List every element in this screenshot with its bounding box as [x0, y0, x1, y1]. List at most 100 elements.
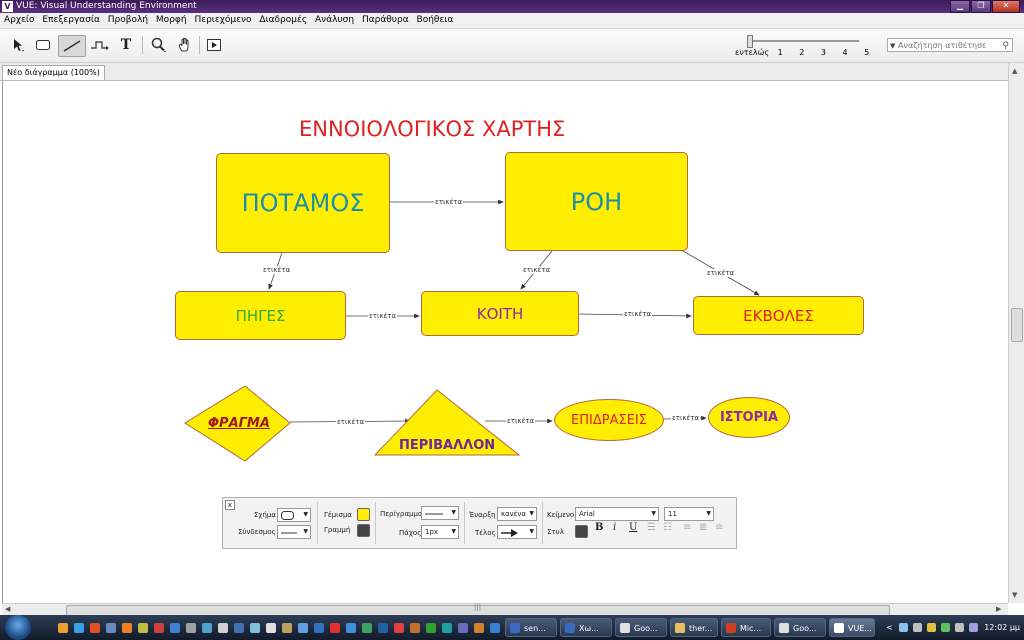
link-label[interactable]: ετικέτα [706, 269, 736, 277]
search-dropdown-icon[interactable]: ▼ [890, 42, 896, 50]
numbered-list-icon[interactable]: ☷ [663, 522, 672, 533]
node-ekvoles[interactable]: ΕΚΒΟΛΕΣ [693, 296, 864, 335]
app-icon[interactable] [378, 623, 388, 633]
zoom-slider[interactable]: εντελώς 1 2 3 4 5 [735, 31, 869, 59]
connector-select[interactable]: ▼ [277, 525, 311, 539]
zoom-track[interactable] [749, 40, 859, 42]
taskbar-button-folder[interactable]: ther... [670, 618, 718, 637]
clock[interactable]: 12:02 μμ [984, 623, 1020, 632]
app-icon[interactable] [314, 623, 324, 633]
vlc-icon[interactable] [122, 623, 132, 633]
presentation-icon[interactable] [203, 35, 225, 55]
opera-icon[interactable] [90, 623, 100, 633]
scroll-left-icon[interactable]: ◀ [5, 605, 11, 613]
align-right-icon[interactable]: ≡ [715, 522, 724, 533]
text-icon[interactable]: T [120, 37, 132, 53]
app-icon[interactable] [362, 623, 372, 633]
bold-button[interactable]: B [595, 522, 604, 533]
link-label[interactable]: ετικέτα [623, 310, 653, 318]
italic-button[interactable]: i [613, 522, 617, 533]
firefox-icon[interactable] [58, 623, 68, 633]
app-icon[interactable] [426, 623, 436, 633]
node-istoria[interactable]: ΙΣΤΟΡΙΑ [708, 397, 790, 438]
app-icon[interactable] [218, 623, 228, 633]
app-icon[interactable] [298, 623, 308, 633]
pointer-icon[interactable] [8, 35, 30, 55]
link-icon[interactable] [58, 35, 86, 57]
scroll-down-icon[interactable]: ▼ [1012, 591, 1018, 599]
taskbar-button-vue[interactable]: VUE... [829, 618, 875, 637]
text-color-swatch[interactable] [575, 525, 588, 538]
underline-button[interactable]: U [629, 522, 638, 533]
zoom-level-2[interactable]: 2 [799, 48, 805, 57]
link-label[interactable]: ετικέτα [671, 414, 701, 422]
start-button[interactable] [5, 615, 31, 640]
tray-chevron-icon[interactable]: < [886, 623, 893, 632]
border-style-select[interactable]: ▼ [421, 506, 459, 520]
zoom-level-3[interactable]: 3 [820, 48, 826, 57]
app-icon[interactable] [186, 623, 196, 633]
app-icon[interactable] [442, 623, 452, 633]
app-icon[interactable] [154, 623, 164, 633]
tray-icon[interactable] [927, 623, 936, 632]
tray-icon[interactable] [969, 623, 978, 632]
scroll-up-icon[interactable]: ▲ [1012, 67, 1018, 75]
format-toolbar-close-button[interactable]: x [225, 500, 235, 510]
menu-content[interactable]: Περιεχόμενο [194, 15, 252, 25]
bullet-list-icon[interactable]: ☰ [647, 522, 656, 533]
zoom-level-1[interactable]: 1 [777, 48, 783, 57]
app-icon[interactable] [282, 623, 292, 633]
arrow-end-select[interactable]: ▼ [497, 525, 537, 539]
shape-select[interactable]: ▼ [277, 508, 311, 522]
node-piges[interactable]: ΠΗΓΕΣ [175, 291, 346, 340]
link-label[interactable]: ετικέτα [368, 312, 398, 320]
taskbar-button-google-2[interactable]: Goo... [774, 618, 826, 637]
menu-file[interactable]: Αρχείο [4, 15, 35, 25]
app-icon[interactable] [138, 623, 148, 633]
zoom-knob[interactable] [747, 35, 753, 48]
line-color-swatch[interactable] [357, 524, 370, 537]
arrow-start-select[interactable]: κανένα ▼ [497, 507, 537, 521]
app-icon[interactable] [330, 623, 340, 633]
rectangle-icon[interactable] [32, 35, 54, 55]
app-icon[interactable] [202, 623, 212, 633]
link-label[interactable]: ετικέτα [336, 418, 366, 426]
link-label[interactable]: ετικέτα [522, 266, 552, 274]
zoom-icon[interactable] [148, 35, 170, 55]
menu-help[interactable]: Βοήθεια [416, 15, 454, 25]
taskbar-button-word-1[interactable]: sen... [505, 618, 557, 637]
taskbar-button-google-1[interactable]: Goo... [615, 618, 667, 637]
zoom-label-fit[interactable]: εντελώς [735, 48, 770, 57]
app-icon[interactable] [266, 623, 276, 633]
font-family-select[interactable]: Arial ▼ [575, 507, 659, 521]
vertical-scrollbar[interactable]: ▲ ▼ [1008, 63, 1024, 603]
app-icon[interactable] [458, 623, 468, 633]
tray-icon[interactable] [913, 623, 922, 632]
menu-windows[interactable]: Παράθυρα [361, 15, 409, 25]
zoom-level-4[interactable]: 4 [842, 48, 848, 57]
app-icon[interactable] [170, 623, 180, 633]
fragma-diamond-shape[interactable] [184, 385, 291, 462]
search-input[interactable]: ▼ Αναζήτηση ατιθέτησε ⚲ [887, 38, 1013, 52]
menu-view[interactable]: Προβολή [107, 15, 149, 25]
vertical-scroll-thumb[interactable] [1011, 308, 1023, 342]
menu-pathways[interactable]: Διαδρομές [259, 15, 308, 25]
tab-new-map[interactable]: Νέο διάγραμμα (100%) [2, 65, 105, 80]
network-icon[interactable] [899, 623, 908, 632]
app-icon[interactable] [394, 623, 404, 633]
close-window-button[interactable]: ✕ [992, 0, 1020, 13]
tray-icon[interactable] [941, 623, 950, 632]
taskbar-button-word-2[interactable]: Χω... [560, 618, 612, 637]
taskbar-button-microsoft[interactable]: Mic... [721, 618, 771, 637]
maximize-button[interactable]: ❐ [971, 0, 991, 13]
node-fragma-label[interactable]: ΦΡΑΓΜΑ [208, 416, 270, 431]
link-label[interactable]: ετικέτα [262, 266, 292, 274]
app-icon[interactable] [346, 623, 356, 633]
scroll-right-icon[interactable]: ▶ [996, 605, 1002, 613]
app-icon[interactable] [250, 623, 260, 633]
volume-icon[interactable] [955, 623, 964, 632]
menu-analysis[interactable]: Ανάλυση [315, 15, 355, 25]
node-potamos[interactable]: ΠΟΤΑΜΟΣ [216, 153, 390, 253]
map-title[interactable]: ΕΝΝΟΙΟΛΟΓΙΚΟΣ ΧΑΡΤΗΣ [299, 117, 566, 141]
app-icon[interactable] [234, 623, 244, 633]
